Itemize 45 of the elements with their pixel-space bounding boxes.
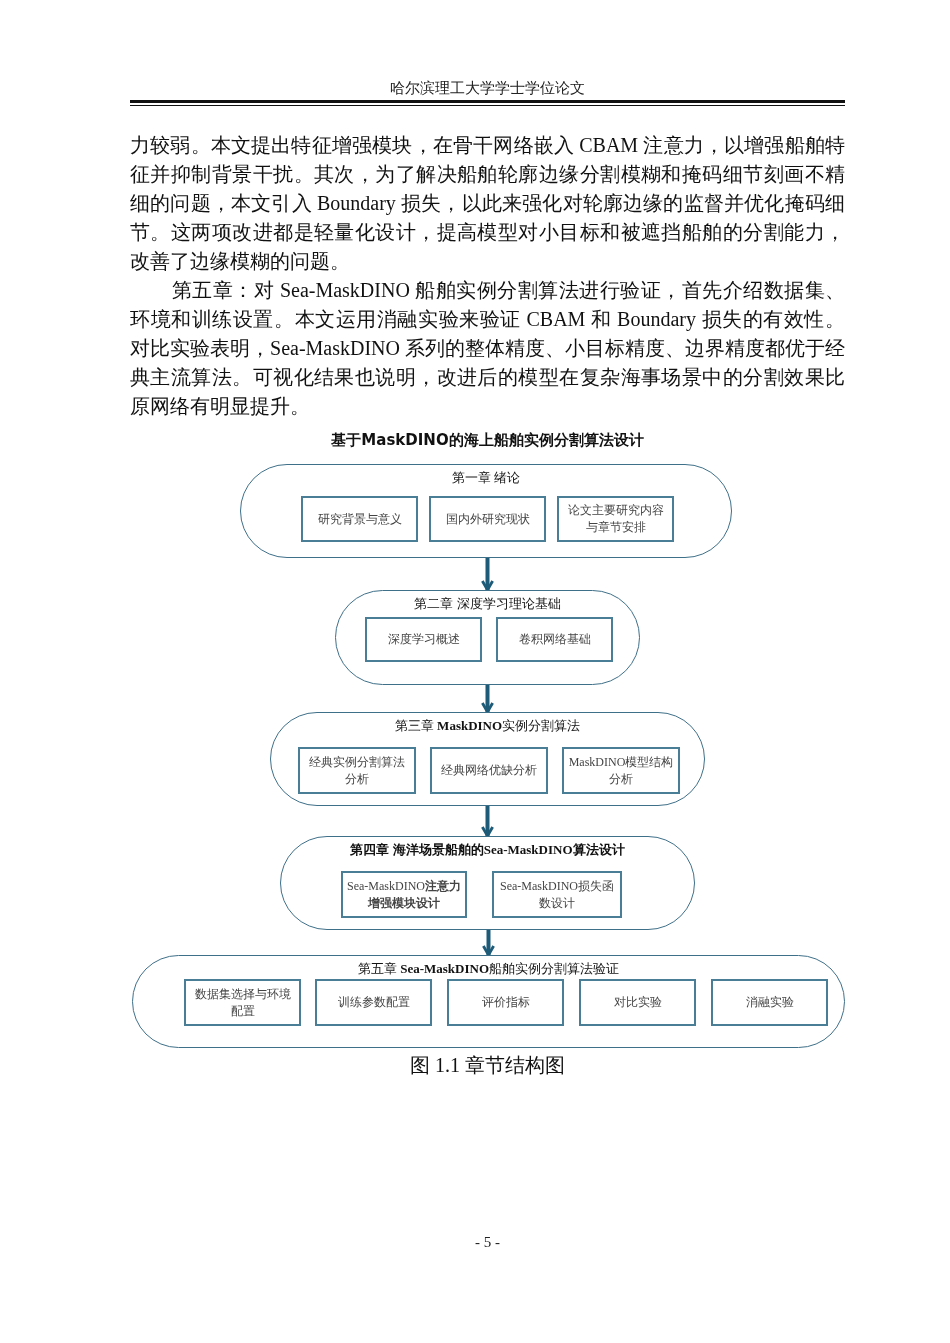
section-label: 国内外研究现状 xyxy=(445,510,530,528)
section-box xyxy=(711,979,828,1026)
diagram-title: 基于MaskDINO的海上船舶实例分割算法设计 xyxy=(330,431,645,449)
section-box xyxy=(430,747,548,794)
body-paragraph: 第五章：对 Sea-MaskDINO 船舶实例分割算法进行验证，首先介绍数据集、环境和训练设置。本文运用消融实验来验证 CBAM 和 Boundary 损失的有效性。对比实验表明，Sea-MaskDINO 系列的整体精度、小目标精度、边界精度都优于经典主流算法。可视化结果也说明，改进后的模型在复杂海事场景中的分割效果比原网络有明显提升。 xyxy=(130,278,845,419)
chapter-title: 第五章 Sea-MaskDINO船舶实例分割算法验证 xyxy=(357,961,620,977)
section-label: Sea-MaskDINO损失函数设计 xyxy=(499,877,615,912)
chapter-title: 第二章 深度学习理论基础 xyxy=(414,596,561,612)
running-header: 哈尔滨理工大学学士学位论文 xyxy=(389,79,586,97)
section-label: 评价指标 xyxy=(481,994,530,1011)
section-box xyxy=(562,747,680,794)
arrow xyxy=(480,558,495,592)
section-box xyxy=(492,871,622,918)
arrow xyxy=(480,806,495,838)
section-label: 经典网络优缺分析 xyxy=(441,762,537,779)
section-box xyxy=(429,496,546,542)
chapter-title: 第四章 海洋场景船舶的Sea-MaskDINO算法设计 xyxy=(350,842,625,858)
section-label: 训练参数配置 xyxy=(337,994,410,1011)
section-label: Sea-MaskDINO注意力增强模块设计 xyxy=(347,877,461,912)
chapter-title: 第一章 绪论 xyxy=(451,470,521,486)
section-box xyxy=(184,979,301,1026)
section-box xyxy=(365,617,482,662)
arrow xyxy=(480,685,495,714)
section-label: 卷积网络基础 xyxy=(518,631,591,648)
section-label: 消融实验 xyxy=(745,994,794,1011)
section-box xyxy=(315,979,432,1026)
arrow xyxy=(481,930,496,957)
section-label: 研究背景与意义 xyxy=(317,510,402,528)
section-label: 深度学习概述 xyxy=(387,631,460,648)
section-label: 论文主要研究内容与章节安排 xyxy=(566,502,665,536)
section-label: MaskDINO模型结构分析 xyxy=(568,753,674,788)
section-box xyxy=(579,979,696,1026)
section-label: 经典实例分割算法分析 xyxy=(308,753,406,788)
section-box xyxy=(557,496,674,542)
section-label: 对比实验 xyxy=(613,994,662,1011)
section-box xyxy=(447,979,564,1026)
figure-caption: 图 1.1 章节结构图 xyxy=(409,1053,566,1078)
section-box xyxy=(341,871,467,918)
chapter-title: 第三章 MaskDINO实例分割算法 xyxy=(394,718,581,734)
body-paragraph: 力较弱。本文提出特征增强模块，在骨干网络嵌入 CBAM 注意力，以增强船舶特征并抑制背景干扰。其次，为了解决船舶轮廓边缘分割模糊和掩码细节刻画不精细的问题，本文引入 Boundary 损失，以此来强化对轮廓边缘的监督并优化掩码细节。这两项改进都是轻量化设计，提高模型对小目标和被遮挡船舶的分割能力，改善了边缘模糊的问题。 xyxy=(130,133,845,274)
section-box xyxy=(298,747,416,794)
section-box xyxy=(496,617,613,662)
section-box xyxy=(301,496,418,542)
section-label: 数据集选择与环境配置 xyxy=(193,985,292,1020)
page-number: - 5 - xyxy=(474,1233,501,1251)
